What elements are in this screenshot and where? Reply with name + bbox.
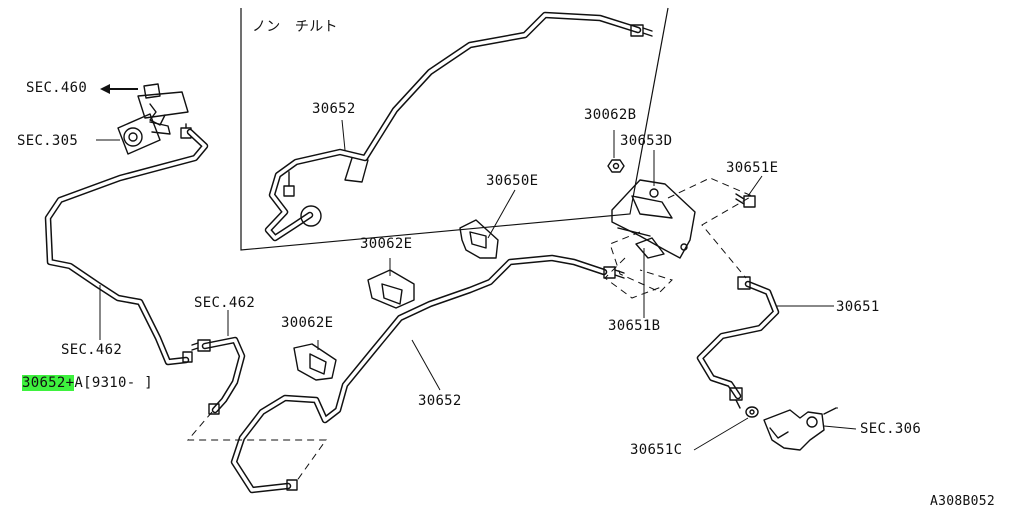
washer-30651c: [745, 406, 759, 418]
part-30062b-label[interactable]: 30062B: [584, 107, 637, 123]
sec460-arrow: [100, 84, 138, 94]
part-30651b-label[interactable]: 30651B: [608, 318, 661, 334]
part-30651e-label[interactable]: 30651E: [726, 160, 779, 176]
part-30062e-lower-label[interactable]: 30062E: [281, 315, 334, 331]
clip-30650e: [459, 219, 499, 259]
sec460-label[interactable]: SEC.460: [26, 80, 88, 96]
part-30651c-label[interactable]: 30651C: [630, 442, 683, 458]
part-30651-label[interactable]: 30651: [836, 299, 880, 315]
sec462-left-label[interactable]: SEC.462: [61, 342, 123, 358]
clip-30062e-upper: [367, 269, 415, 309]
left-clutch-pipe: [44, 128, 209, 366]
master-cylinder: [117, 83, 192, 155]
inset-part-30652-label[interactable]: 30652: [312, 101, 356, 117]
part-variant-line: 30652+A[9310- ]: [22, 375, 153, 391]
dashed-guides: [186, 177, 754, 483]
slave-cylinder: [763, 407, 837, 451]
part-30652-main-label[interactable]: 30652: [418, 393, 462, 409]
part-30653d-label[interactable]: 30653D: [620, 133, 673, 149]
sec306-label[interactable]: SEC.306: [860, 421, 922, 437]
leader-lines: [96, 119, 857, 451]
inset-caption: ノン チルト: [252, 19, 338, 35]
main-lower-pipe: [230, 254, 625, 494]
diagram-id: A308B052: [930, 494, 996, 509]
variant-code: A: [74, 375, 84, 391]
clip-30062e-lower: [293, 343, 337, 381]
part-30062e-upper-label[interactable]: 30062E: [360, 236, 413, 252]
date-range: [9310- ]: [83, 375, 153, 391]
sec305-label[interactable]: SEC.305: [17, 133, 79, 149]
part-30650e-label[interactable]: 30650E: [486, 173, 539, 189]
lower-left-pipe: [191, 336, 246, 415]
inset-frame: [240, 7, 669, 251]
bolt-30651e: [735, 193, 756, 208]
highlighted-part-number[interactable]: 30652+: [22, 375, 75, 391]
sec462-mid-label[interactable]: SEC.462: [194, 295, 256, 311]
bracket-30653d: [607, 159, 696, 259]
hose-30651: [696, 276, 780, 409]
inset-clutch-pipe: [264, 11, 653, 242]
